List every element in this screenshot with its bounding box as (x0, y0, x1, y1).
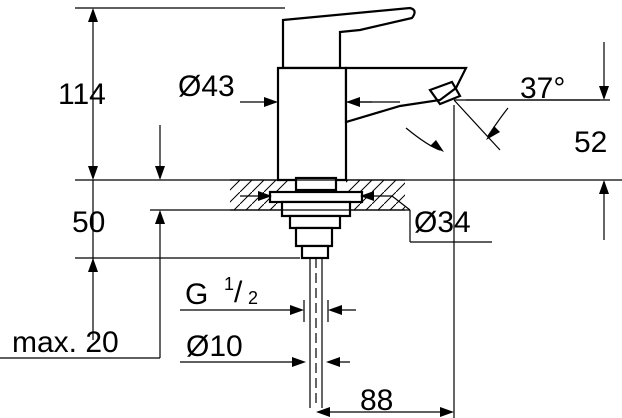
label-thread-num: 1 (224, 274, 234, 294)
dimension-height-114 (88, 8, 98, 180)
spout (344, 66, 468, 124)
lever-handle (281, 6, 416, 70)
label-shank-diameter: Ø34 (414, 206, 471, 239)
thread-prefix: G (185, 278, 208, 311)
dimension-reach-88 (316, 407, 454, 417)
dimension-pipe-diameter (180, 357, 350, 367)
faucet-body (276, 6, 468, 182)
dimension-shank-diameter (240, 191, 492, 243)
label-thread-g: G (185, 278, 208, 311)
dimension-angle-37 (405, 99, 600, 152)
body-column (276, 66, 348, 182)
label-thread-den: 2 (248, 288, 258, 308)
label-thread-slash: / (234, 276, 243, 309)
dimension-body-diameter (240, 97, 372, 107)
label-deck-50: 50 (72, 206, 105, 239)
dimension-spout-52 (599, 42, 609, 240)
label-spout-height-52: 52 (574, 126, 607, 159)
label-height-114: 114 (58, 78, 106, 111)
label-max-20: max. 20 (12, 326, 119, 359)
shank-assembly (268, 176, 364, 408)
label-body-diameter: Ø43 (178, 70, 235, 103)
label-reach-88: 88 (360, 384, 393, 417)
dimension-thread (180, 300, 356, 322)
dimension-max20 (88, 180, 98, 340)
label-pipe-diameter: Ø10 (186, 330, 243, 363)
label-spout-angle: 37° (520, 72, 565, 105)
dimension-deck-50 (0, 125, 165, 359)
